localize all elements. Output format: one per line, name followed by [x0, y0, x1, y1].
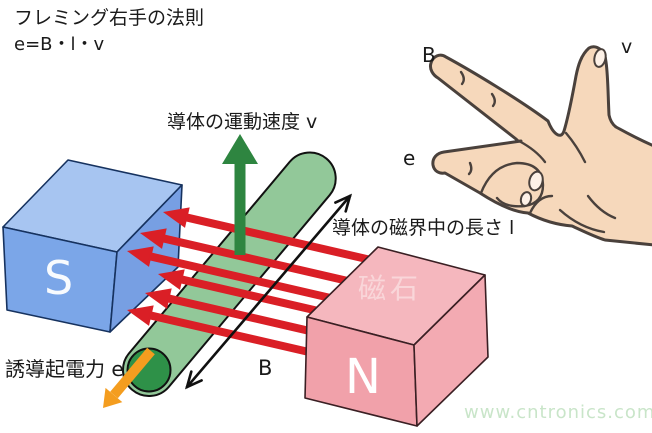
hand-label-v: v [621, 36, 633, 58]
emf-arrow [103, 347, 155, 408]
pinky-finger-nail [519, 191, 533, 207]
ring-finger-nail [528, 170, 544, 192]
field-arrow [127, 305, 338, 363]
south-pole-letter: S [44, 251, 74, 305]
north-pole-letter: N [345, 349, 381, 405]
velocity-arrow [222, 134, 258, 255]
south-magnet [2, 159, 183, 333]
right-hand-illustration [429, 45, 652, 247]
hand-creases [459, 70, 617, 234]
hand-label-e: e [403, 146, 416, 170]
length-arrow [184, 193, 353, 390]
field-arrow [140, 228, 375, 291]
fingernails [519, 48, 607, 207]
north-magnet-side-face [413, 274, 489, 427]
velocity-label: 導体の運動速度 v [167, 111, 318, 133]
field-b-label: B [258, 356, 273, 380]
watermark-text: www.cntronics.com [464, 402, 652, 423]
conductor-length-label: 導体の磁界中の長さ l [332, 217, 515, 239]
page-title: フレミング右手の法則 [14, 7, 205, 29]
induced-emf-label: 誘導起電力 e [5, 357, 124, 381]
emf-equation: e=B・l・v [14, 34, 105, 55]
north-magnet [304, 246, 489, 427]
field-arrow [127, 246, 357, 308]
magnet-word-label: 磁石 [358, 272, 423, 305]
thumb-nail [593, 48, 607, 68]
hand-label-b: B [422, 43, 436, 67]
